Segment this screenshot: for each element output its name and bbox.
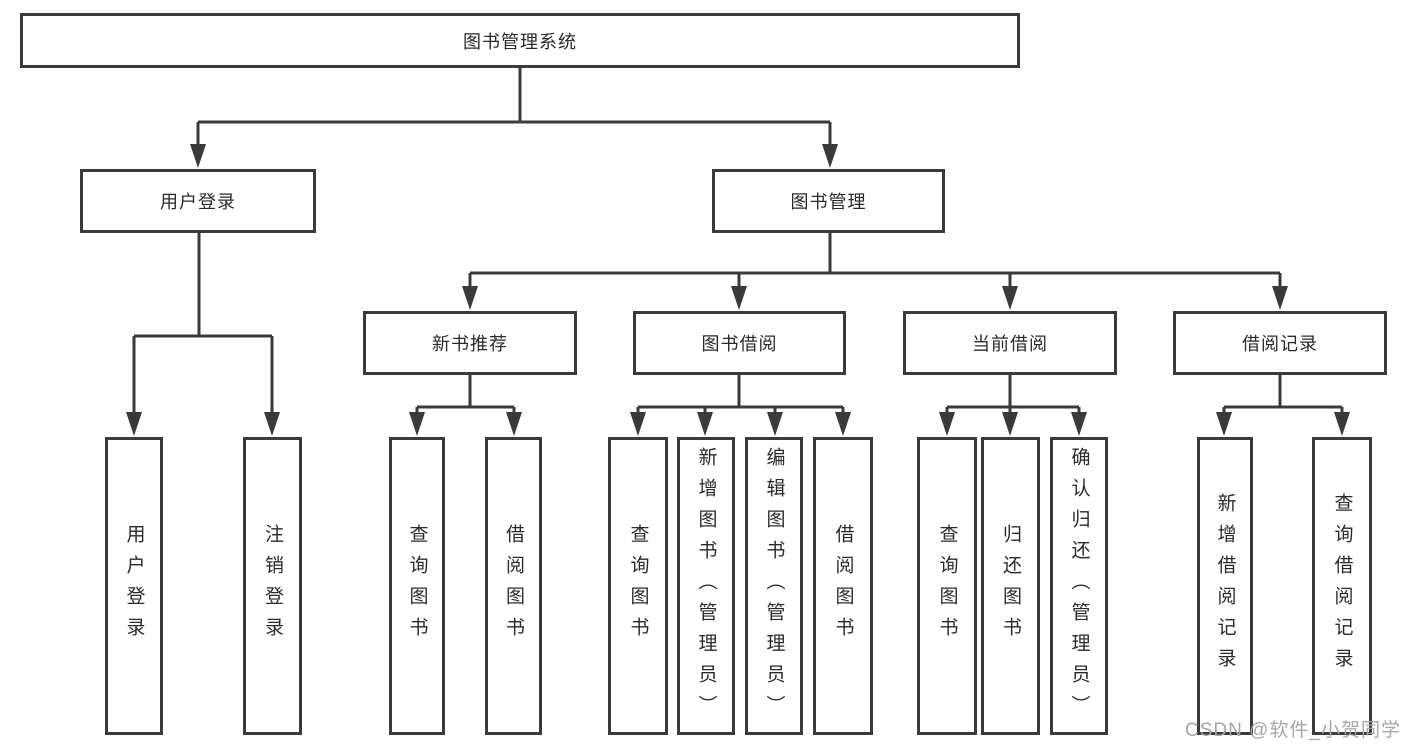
leaf-newbook-query-books-label: 查询图书 [406,524,428,648]
leaf-current-confirm-return-admin-label: 确认归还（管理员） [1068,446,1090,726]
connector-book-borrowing-children [630,375,851,436]
leaf-records-add-record-label: 新增借阅记录 [1214,493,1236,679]
leaf-borrowing-borrow-books-label: 借阅图书 [832,524,854,648]
leaf-newbook-borrow-books: 借阅图书 [485,437,542,735]
node-borrowing-records: 借阅记录 [1173,311,1387,375]
leaf-user-login-label: 用户登录 [123,524,145,648]
leaf-borrowing-add-books-admin: 新增图书（管理员） [677,437,735,735]
leaf-current-query-books: 查询图书 [917,437,977,735]
leaf-borrowing-edit-books-admin-label: 编辑图书（管理员） [763,446,785,726]
leaf-newbook-borrow-books-label: 借阅图书 [503,524,524,648]
leaf-borrowing-edit-books-admin: 编辑图书（管理员） [745,437,803,735]
leaf-records-query-record: 查询借阅记录 [1312,437,1372,735]
node-user-login: 用户登录 [80,169,316,233]
node-root-system: 图书管理系统 [20,13,1020,68]
connector-user-login-children [126,233,280,436]
connector-root-to-level2 [190,68,838,168]
leaf-logout-label: 注销登录 [262,524,283,648]
node-current-borrowing: 当前借阅 [903,311,1117,375]
leaf-current-return-books-label: 归还图书 [1000,524,1021,648]
connector-current-borrowing-children [939,375,1087,436]
leaf-current-confirm-return-admin: 确认归还（管理员） [1050,437,1108,735]
leaf-records-add-record: 新增借阅记录 [1197,437,1253,735]
node-book-borrowing: 图书借阅 [633,311,846,375]
leaf-borrowing-borrow-books: 借阅图书 [813,437,873,735]
leaf-borrowing-query-books: 查询图书 [608,437,668,735]
node-book-management: 图书管理 [712,169,945,233]
leaf-borrowing-add-books-admin-label: 新增图书（管理员） [695,446,717,726]
leaf-borrowing-query-books-label: 查询图书 [627,524,649,648]
leaf-user-login: 用户登录 [105,437,163,735]
leaf-records-query-record-label: 查询借阅记录 [1331,493,1353,679]
connector-new-book-children [409,375,522,436]
csdn-watermark: CSDN @软件_小贺同学 [1185,720,1401,741]
leaf-current-return-books: 归还图书 [981,437,1040,735]
connector-borrowing-records-children [1216,375,1350,436]
leaf-current-query-books-label: 查询图书 [936,524,958,648]
node-new-book-recommend: 新书推荐 [363,311,577,375]
leaf-logout: 注销登录 [243,437,302,735]
connector-book-management-children [462,233,1288,310]
leaf-newbook-query-books: 查询图书 [389,437,445,735]
